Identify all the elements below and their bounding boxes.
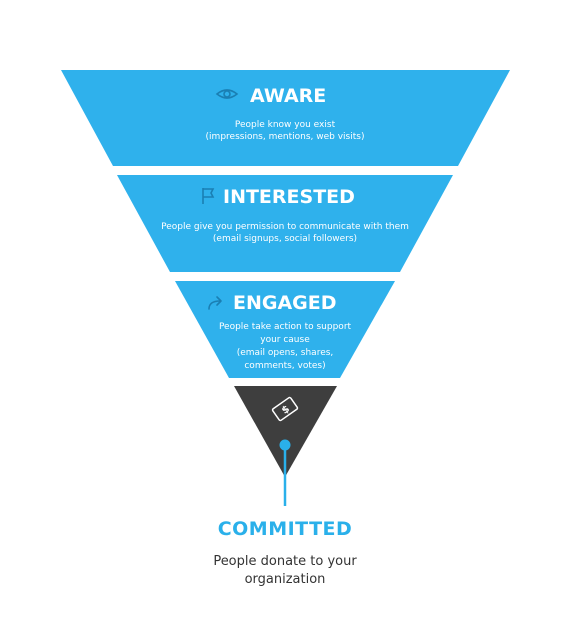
aware-desc-line-2: (impressions, mentions, web visits) [206,132,365,142]
committed-stage-tip [234,386,337,477]
aware-stage-band [61,70,510,166]
connector-dot [279,439,291,451]
engaged-desc-line-2: your cause [260,335,310,345]
aware-title: AWARE [250,85,326,107]
eye-icon [215,89,239,99]
interested-desc-line-1: People give you permission to communicat… [161,222,409,232]
aware-desc-line-1: People know you exist [235,120,336,130]
interested-title: INTERESTED [223,186,355,208]
committed-desc-line-2: organization [245,572,326,587]
engaged-desc-line-4: comments, votes) [244,361,325,371]
engaged-desc-line-1: People take action to support [219,322,352,332]
share-arrow-icon [208,296,222,310]
interested-stage-band [117,175,453,272]
committed-desc-line-1: People donate to your [213,554,357,569]
engaged-desc-line-3: (email opens, shares, [237,348,334,358]
engaged-title: ENGAGED [233,292,337,314]
flag-icon [202,188,215,204]
engaged-stage-band [175,281,395,378]
committed-title: COMMITTED [218,518,353,540]
interested-desc-line-2: (email signups, social followers) [213,234,357,244]
